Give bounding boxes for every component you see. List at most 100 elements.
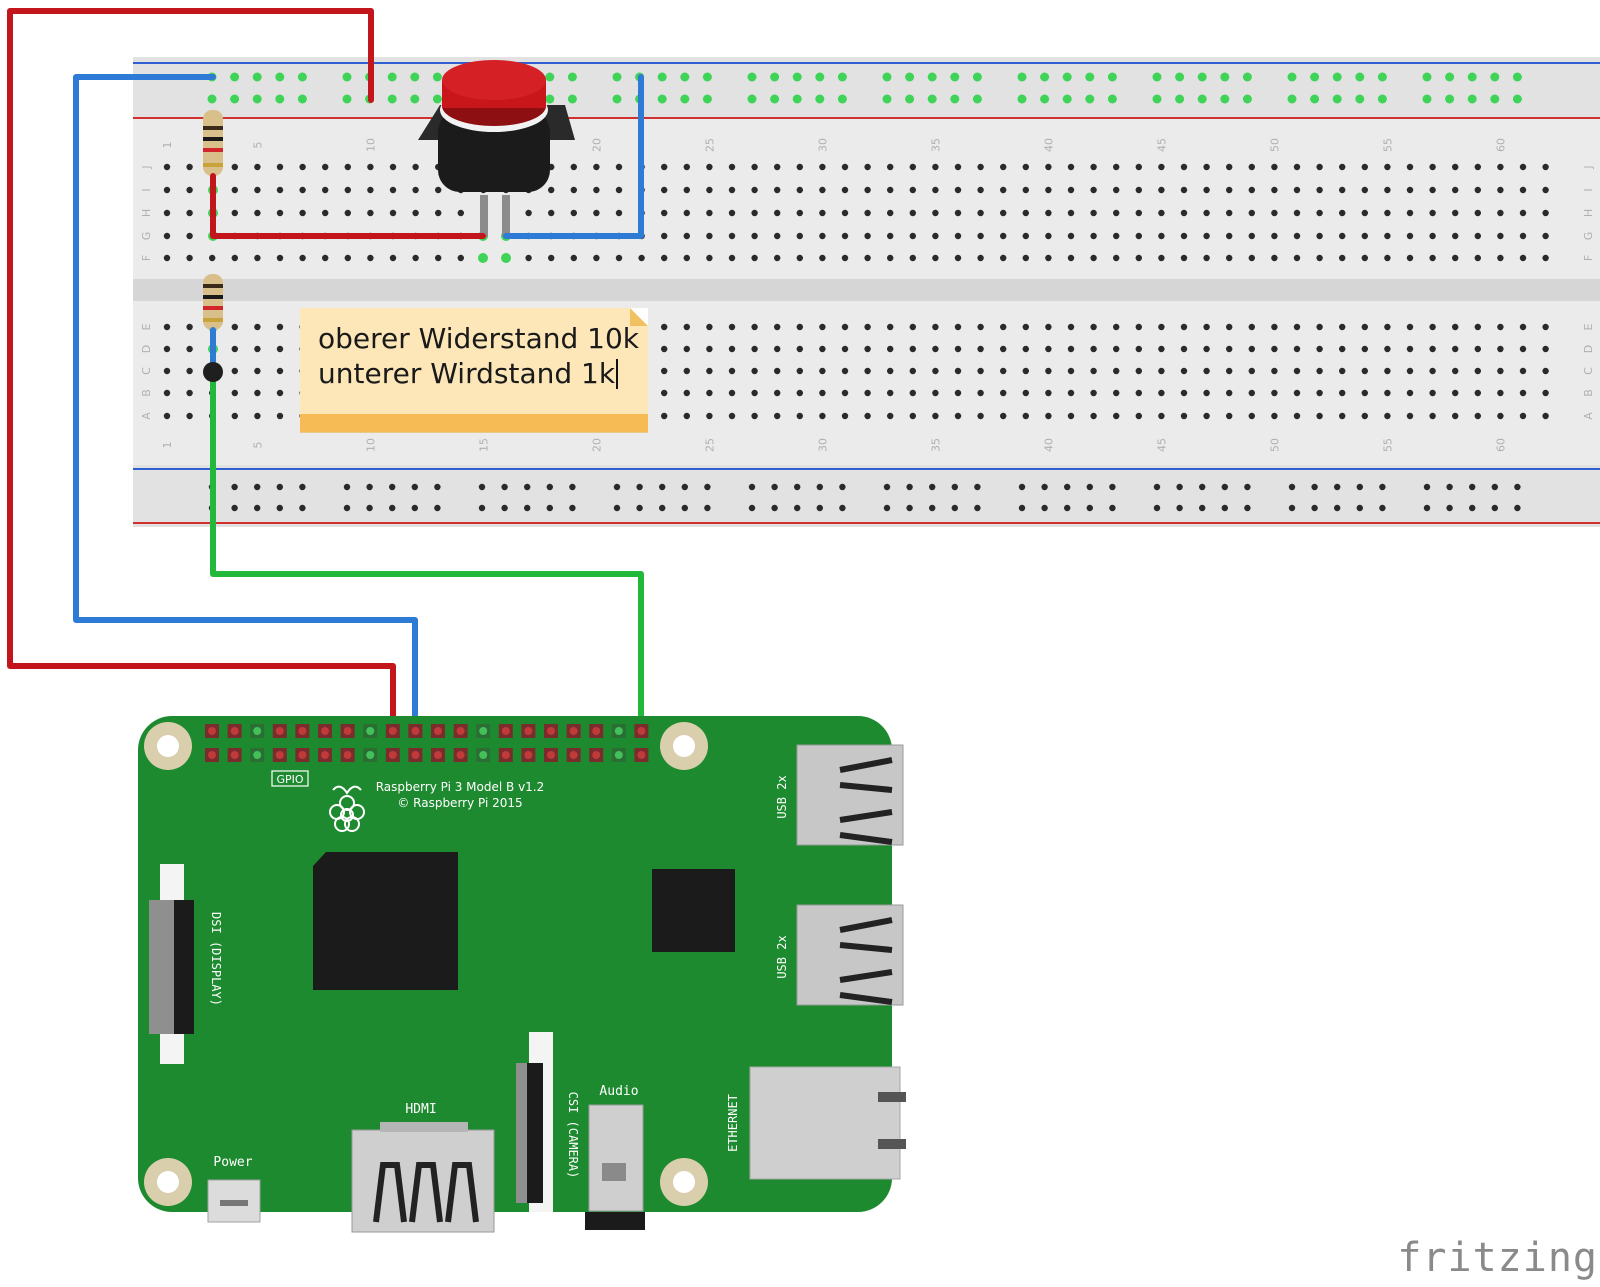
breadboard-hole[interactable] bbox=[1203, 389, 1210, 397]
rail-hole[interactable] bbox=[1220, 72, 1230, 82]
breadboard-hole[interactable] bbox=[977, 412, 984, 420]
breadboard-hole[interactable] bbox=[751, 254, 758, 262]
breadboard-hole[interactable] bbox=[1271, 163, 1278, 171]
breadboard-hole[interactable] bbox=[1000, 323, 1007, 331]
breadboard-hole[interactable] bbox=[1497, 323, 1504, 331]
rail-hole[interactable] bbox=[681, 504, 688, 512]
breadboard-hole[interactable] bbox=[977, 345, 984, 353]
breadboard-hole[interactable] bbox=[548, 209, 555, 217]
breadboard-hole[interactable] bbox=[1135, 163, 1143, 171]
breadboard-hole[interactable] bbox=[932, 412, 939, 420]
breadboard-hole[interactable] bbox=[593, 163, 600, 171]
ethernet-port[interactable] bbox=[749, 1066, 906, 1180]
rail-hole[interactable] bbox=[792, 94, 802, 104]
breadboard-hole[interactable] bbox=[276, 389, 284, 397]
gpio-pin[interactable] bbox=[524, 727, 533, 735]
rail-hole[interactable] bbox=[1017, 94, 1027, 104]
breadboard-hole[interactable] bbox=[683, 389, 690, 397]
breadboard-hole[interactable] bbox=[276, 254, 284, 262]
rail-hole[interactable] bbox=[1356, 504, 1364, 512]
rail-hole[interactable] bbox=[747, 94, 757, 104]
rail-hole[interactable] bbox=[252, 72, 262, 82]
rail-hole[interactable] bbox=[1467, 94, 1477, 104]
breadboard-hole[interactable] bbox=[1339, 254, 1346, 262]
breadboard-hole[interactable] bbox=[1067, 186, 1075, 194]
breadboard-hole[interactable] bbox=[932, 254, 939, 262]
rail-hole[interactable] bbox=[546, 504, 553, 512]
breadboard-hole[interactable] bbox=[1180, 389, 1188, 397]
gpio-pin[interactable] bbox=[411, 727, 420, 735]
gpio-pin[interactable] bbox=[411, 751, 420, 759]
breadboard-hole[interactable] bbox=[1429, 389, 1436, 397]
breadboard-hole[interactable] bbox=[593, 209, 600, 217]
rail-hole[interactable] bbox=[1379, 483, 1386, 491]
breadboard-hole[interactable] bbox=[389, 163, 397, 171]
breadboard-hole[interactable] bbox=[299, 209, 306, 217]
rail-hole[interactable] bbox=[927, 72, 937, 82]
rail-hole[interactable] bbox=[612, 94, 622, 104]
gpio-pin[interactable] bbox=[592, 751, 601, 759]
breadboard-hole[interactable] bbox=[1519, 209, 1527, 217]
breadboard-hole[interactable] bbox=[796, 232, 803, 240]
breadboard-hole[interactable] bbox=[1429, 412, 1436, 420]
breadboard-hole[interactable] bbox=[796, 254, 803, 262]
breadboard-hole[interactable] bbox=[1203, 323, 1210, 331]
gpio-pin[interactable] bbox=[456, 727, 465, 735]
breadboard-hole[interactable] bbox=[1271, 254, 1278, 262]
breadboard-hole[interactable] bbox=[819, 209, 826, 217]
breadboard-hole[interactable] bbox=[367, 209, 374, 217]
breadboard-hole[interactable] bbox=[1429, 345, 1436, 353]
breadboard-hole[interactable] bbox=[887, 232, 894, 240]
gpio-pin[interactable] bbox=[569, 727, 578, 735]
breadboard-hole[interactable] bbox=[909, 163, 916, 171]
breadboard-hole[interactable] bbox=[1519, 345, 1527, 353]
breadboard-hole[interactable] bbox=[1271, 186, 1278, 194]
breadboard-hole[interactable] bbox=[1339, 389, 1346, 397]
breadboard-hole[interactable] bbox=[1361, 367, 1369, 375]
breadboard-hole[interactable] bbox=[299, 186, 306, 194]
rail-hole[interactable] bbox=[771, 504, 778, 512]
breadboard-hole[interactable] bbox=[819, 367, 826, 375]
power-port[interactable] bbox=[207, 1179, 261, 1223]
breadboard-hole[interactable] bbox=[1226, 186, 1233, 194]
gpio-pin[interactable] bbox=[637, 727, 646, 735]
breadboard-hole[interactable] bbox=[1316, 186, 1323, 194]
breadboard-hole[interactable] bbox=[1067, 412, 1075, 420]
breadboard-hole[interactable] bbox=[864, 323, 871, 331]
breadboard-hole[interactable] bbox=[435, 254, 442, 262]
breadboard-hole[interactable] bbox=[254, 186, 261, 194]
rail-hole[interactable] bbox=[702, 94, 712, 104]
breadboard-hole[interactable] bbox=[1406, 186, 1414, 194]
breadboard-hole[interactable] bbox=[1474, 389, 1482, 397]
rail-hole[interactable] bbox=[770, 94, 780, 104]
breadboard-hole[interactable] bbox=[1452, 389, 1459, 397]
breadboard-hole[interactable] bbox=[728, 186, 736, 194]
breadboard-hole[interactable] bbox=[1293, 345, 1301, 353]
breadboard-hole[interactable] bbox=[254, 209, 261, 217]
breadboard-hole[interactable] bbox=[1090, 389, 1097, 397]
breadboard-hole[interactable] bbox=[887, 209, 894, 217]
rail-hole[interactable] bbox=[1514, 504, 1521, 512]
rail-hole[interactable] bbox=[883, 483, 891, 491]
breadboard-hole[interactable] bbox=[909, 186, 916, 194]
rail-hole[interactable] bbox=[882, 94, 892, 104]
breadboard-hole[interactable] bbox=[231, 367, 238, 375]
breadboard-hole[interactable] bbox=[841, 186, 849, 194]
breadboard-hole[interactable] bbox=[1090, 254, 1097, 262]
breadboard-hole[interactable] bbox=[1429, 232, 1436, 240]
gpio-pin[interactable] bbox=[592, 727, 601, 735]
rail-hole[interactable] bbox=[1221, 504, 1229, 512]
breadboard-hole[interactable] bbox=[1090, 232, 1097, 240]
breadboard-hole[interactable] bbox=[1384, 367, 1391, 375]
rail-hole[interactable] bbox=[748, 504, 756, 512]
breadboard-hole[interactable] bbox=[1316, 209, 1323, 217]
breadboard-hole[interactable] bbox=[796, 323, 803, 331]
rail-hole[interactable] bbox=[276, 483, 283, 491]
breadboard-hole[interactable] bbox=[231, 163, 238, 171]
breadboard-hole[interactable] bbox=[751, 389, 758, 397]
breadboard-hole[interactable] bbox=[1226, 254, 1233, 262]
breadboard-hole[interactable] bbox=[683, 186, 690, 194]
breadboard-hole[interactable] bbox=[954, 412, 962, 420]
breadboard-hole[interactable] bbox=[367, 254, 374, 262]
breadboard-hole[interactable] bbox=[1361, 345, 1369, 353]
